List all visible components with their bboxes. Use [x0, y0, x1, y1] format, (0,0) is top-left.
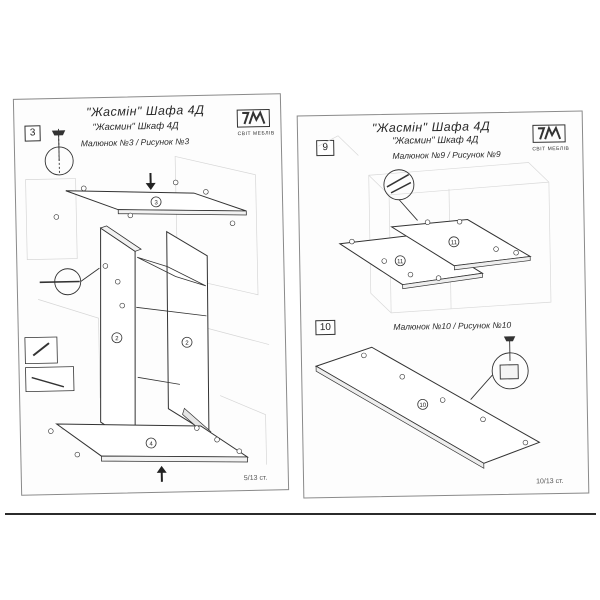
screw-icon [44, 128, 74, 176]
part-label: 11 [397, 259, 404, 265]
part-label: 3 [154, 200, 158, 206]
instruction-page-left: "Жасмін" Шафа 4Д "Жасмин" Шкаф 4Д Малюно… [12, 93, 290, 496]
screw-icon [470, 336, 529, 400]
part-label: 2 [115, 336, 119, 342]
assembly-drawing-steps-9-10: 11 11 10 [314, 135, 552, 469]
brand-logo-icon [236, 108, 271, 128]
brand-logo-icon [532, 124, 566, 143]
assembly-drawing-step-3: 3 2 2 4 [24, 128, 270, 482]
part-label: 10 [419, 403, 426, 409]
page-number: 10/13 ст. [536, 477, 564, 486]
part-label: 11 [451, 240, 458, 246]
part-label: 2 [185, 341, 189, 347]
instruction-page-right: "Жасмін" Шафа 4Д "Жасмин" Шкаф 4Д Малюно… [296, 110, 590, 499]
magnifier-detail-icon [39, 267, 100, 296]
page-number: 5/13 ст. [243, 474, 268, 483]
arrow-down-icon [145, 172, 156, 190]
arrow-up-icon [156, 465, 167, 482]
scan-edge-line [5, 513, 596, 515]
magnifier-detail-icon [383, 169, 418, 221]
part-label: 4 [149, 441, 153, 447]
